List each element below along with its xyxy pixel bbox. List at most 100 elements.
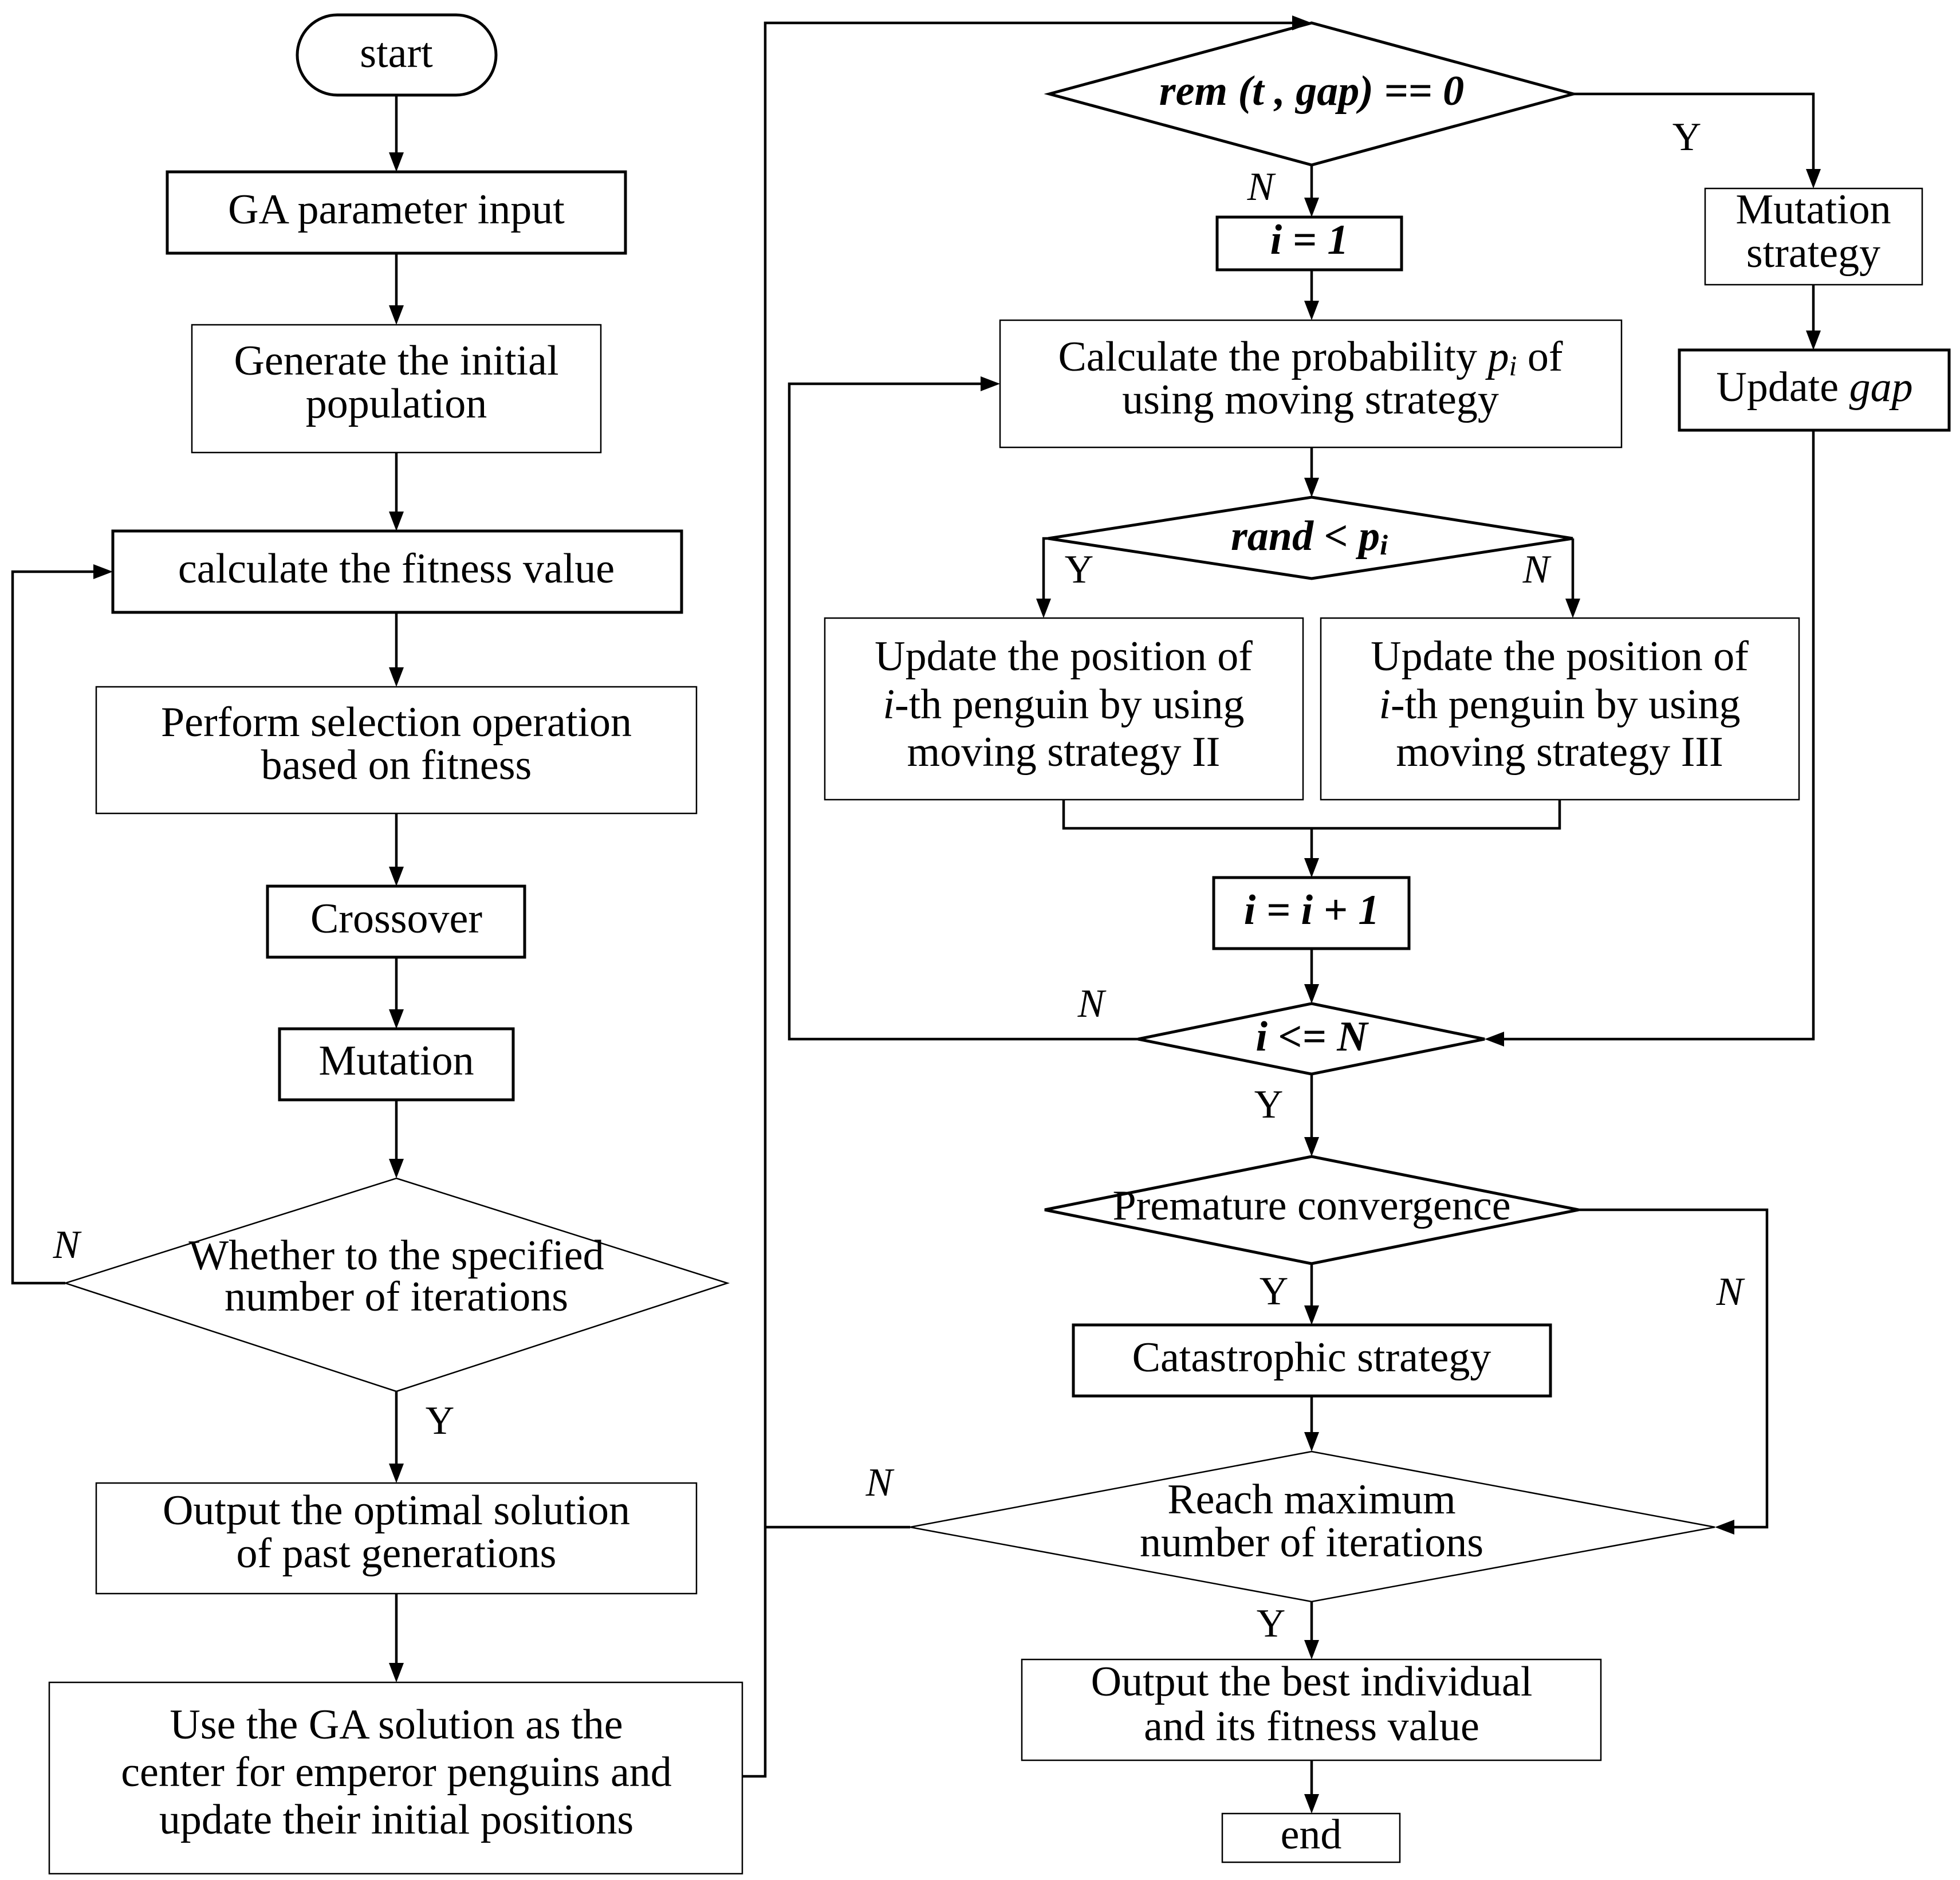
connector-rem-no-to-i1 [1304, 165, 1319, 217]
connector-i-le-n-yes-to-premature [1304, 1074, 1319, 1157]
i-equals-one-box: i = 1 [1215, 215, 1403, 272]
connector-premature-no-to-reach [1579, 1208, 1769, 1535]
connector-crossover-to-mutation [389, 957, 404, 1029]
i-increment-box: i = i + 1 [1212, 876, 1411, 950]
connector-calc-fitness-to-selection [389, 612, 404, 687]
update-strategy-iii-line-2: i-th penguin by using [1379, 681, 1740, 728]
use-ga-solution-line-1: Use the GA solution as the [170, 1701, 623, 1748]
rem-yes-label: Y [1672, 115, 1702, 159]
premature-no-label: N [1716, 1270, 1745, 1314]
connector-iterations-yes-to-output-optimal [389, 1391, 404, 1483]
rand-decision-label: rand < pi [1231, 513, 1388, 561]
rand-no-label: N [1522, 548, 1552, 592]
update-gap-prefix: Update [1716, 364, 1849, 411]
calculate-probability-line-2: using moving strategy [1122, 376, 1499, 423]
rand-decision-diamond: rand < pi [1048, 495, 1573, 580]
connector-mutation-strategy-to-update-gap [1806, 285, 1821, 350]
update-gap-variable: gap [1849, 364, 1913, 411]
start-terminal: start [296, 13, 498, 97]
generate-initial-population-box: Generate the initial population [191, 324, 602, 454]
i-le-n-no-label: N [1077, 982, 1107, 1026]
calculate-probability-line-1: Calculate the probability pi of [1058, 333, 1563, 381]
premature-convergence-diamond: Premature convergence [1044, 1155, 1579, 1265]
connector-generate-to-calc-fitness [389, 453, 404, 531]
calculate-probability-subscript: i [1509, 349, 1517, 381]
ga-parameter-input-box: GA parameter input [166, 170, 627, 255]
start-label: start [360, 30, 433, 77]
update-strategy-ii-text: -th penguin by using [895, 681, 1244, 728]
connector-selection-to-crossover [389, 813, 404, 886]
connector-mutation-to-iterations-decision [389, 1100, 404, 1178]
end-label: end [1281, 1811, 1342, 1858]
reach-yes-label: Y [1257, 1602, 1286, 1646]
generate-initial-population-line-2: population [306, 380, 487, 427]
i-equals-one-label: i = 1 [1270, 217, 1349, 263]
update-strategy-ii-line-1: Update the position of [875, 633, 1253, 680]
update-strategy-iii-line-1: Update the position of [1371, 633, 1749, 680]
reach-maximum-line-1: Reach maximum [1167, 1476, 1455, 1523]
connector-premature-yes-to-catastrophic [1304, 1264, 1319, 1325]
iterations-decision-line-2: number of iterations [225, 1273, 568, 1320]
calculate-probability-suffix: of [1517, 333, 1563, 380]
use-ga-solution-line-2: center for emperor penguins and [121, 1749, 672, 1796]
connector-reach-yes-to-output-best [1304, 1602, 1319, 1659]
connector-use-ga-to-rem [742, 15, 1312, 1778]
calculate-fitness-value-label: calculate the fitness value [178, 545, 615, 592]
calculate-fitness-value-box: calculate the fitness value [111, 529, 683, 614]
update-strategy-iii-box: Update the position of i-th penguin by u… [1320, 617, 1800, 801]
output-optimal-solution-line-2: of past generations [237, 1530, 557, 1577]
connector-output-best-to-end [1304, 1760, 1319, 1814]
connector-iterations-no-loop [11, 564, 113, 1285]
mutation-box: Mutation [278, 1027, 515, 1102]
iterations-decision-diamond: Whether to the specified number of itera… [62, 1177, 730, 1393]
output-best-individual-line-1: Output the best individual [1091, 1658, 1533, 1705]
connector-i1-to-calc-probability [1304, 270, 1319, 320]
calculate-probability-box: Calculate the probability pi of using mo… [999, 319, 1623, 449]
update-gap-label: Update gap [1716, 364, 1912, 411]
rand-yes-label: Y [1065, 548, 1094, 592]
ga-parameter-input-label: GA parameter input [228, 186, 565, 233]
update-strategy-ii-box: Update the position of i-th penguin by u… [824, 617, 1304, 801]
perform-selection-box: Perform selection operation based on fit… [95, 686, 698, 815]
catastrophic-strategy-label: Catastrophic strategy [1132, 1334, 1491, 1381]
crossover-box: Crossover [266, 884, 526, 959]
perform-selection-line-1: Perform selection operation [161, 699, 632, 746]
rand-decision-text: rand < p [1231, 513, 1380, 560]
premature-yes-label: Y [1260, 1269, 1289, 1313]
reach-no-label: N [865, 1461, 895, 1505]
i-le-n-decision-diamond: i <= N [1138, 1002, 1485, 1076]
calculate-probability-prefix: Calculate the probability [1058, 333, 1487, 380]
use-ga-solution-line-3: update their initial positions [159, 1796, 633, 1843]
update-strategy-iii-variable: i [1379, 681, 1391, 728]
calculate-probability-variable: p [1485, 333, 1509, 380]
catastrophic-strategy-box: Catastrophic strategy [1072, 1323, 1552, 1398]
connector-catastrophic-to-reach [1304, 1396, 1319, 1452]
connector-output-optimal-to-use-ga [389, 1594, 404, 1682]
update-strategy-ii-line-2: i-th penguin by using [883, 681, 1244, 728]
iterations-no-label: N [53, 1223, 82, 1267]
rand-decision-subscript: i [1380, 529, 1388, 561]
update-strategy-iii-line-3: moving strategy III [1396, 729, 1723, 776]
output-optimal-solution-line-1: Output the optimal solution [163, 1487, 630, 1534]
update-strategy-ii-line-3: moving strategy II [907, 729, 1221, 776]
i-le-n-yes-label: Y [1254, 1083, 1284, 1127]
perform-selection-line-2: based on fitness [261, 742, 532, 789]
rem-decision-label: rem (t , gap) == 0 [1159, 68, 1464, 115]
mutation-strategy-line-1: Mutation [1735, 186, 1891, 233]
mutation-strategy-box: Mutation strategy [1704, 186, 1923, 286]
use-ga-solution-box: Use the GA solution as the center for em… [48, 1681, 743, 1875]
premature-convergence-label: Premature convergence [1112, 1182, 1510, 1229]
connector-increment-to-i-le-n [1304, 949, 1319, 1004]
connector-rand-no-to-strategy-iii [1565, 538, 1580, 618]
update-strategy-ii-variable: i [883, 681, 895, 728]
mutation-strategy-line-2: strategy [1746, 230, 1880, 277]
iterations-decision-line-1: Whether to the specified [188, 1232, 604, 1279]
connector-rand-yes-to-strategy-ii [1036, 537, 1051, 618]
connector-strategies-merge-to-increment [1062, 800, 1561, 878]
i-increment-label: i = i + 1 [1244, 887, 1379, 934]
connector-rem-yes-to-mutation-strategy [1573, 92, 1821, 188]
rem-no-label: N [1247, 165, 1276, 209]
connector-i-le-n-no-loop [788, 376, 1138, 1041]
update-gap-box: Update gap [1678, 348, 1951, 432]
